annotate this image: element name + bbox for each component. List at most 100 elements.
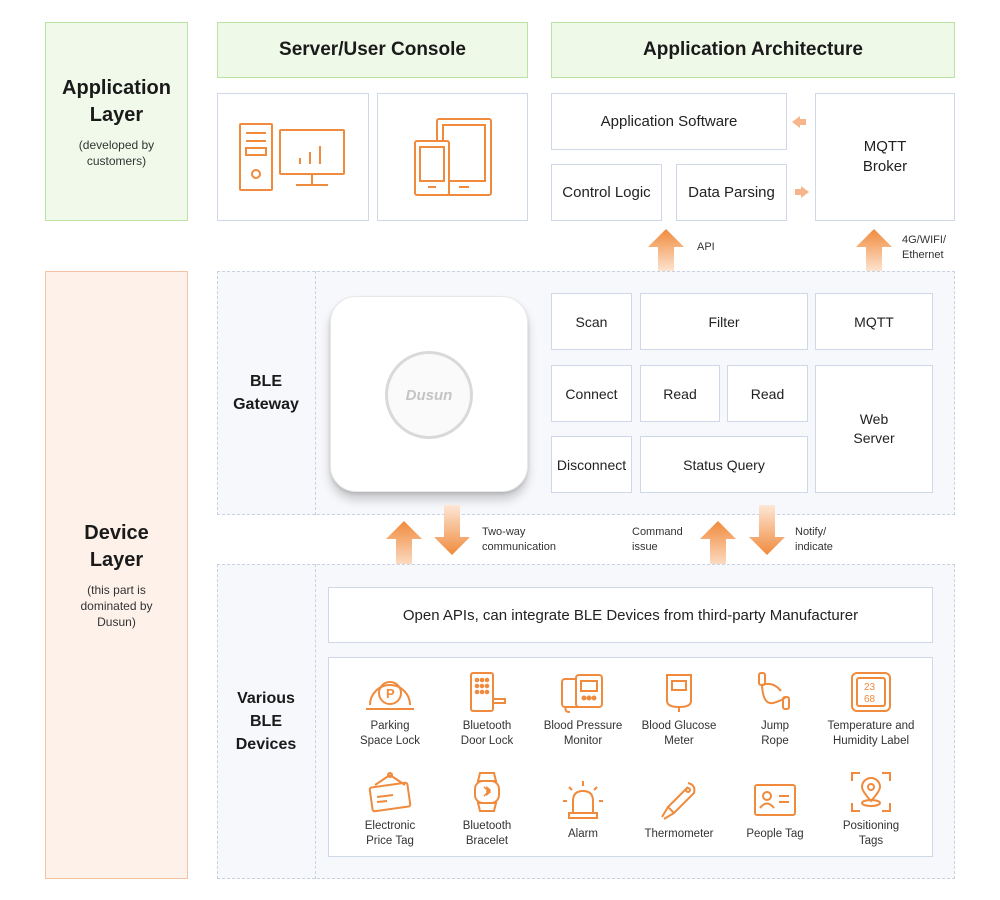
svg-text:P: P bbox=[386, 686, 395, 701]
notify-label-line1: Notify/ bbox=[795, 526, 827, 538]
device-layer-panel: Device Layer (this part is dominated by … bbox=[45, 271, 188, 879]
device-label-line2: Price Tag bbox=[366, 835, 414, 847]
devices-label-line2: BLE bbox=[250, 713, 282, 730]
notify-label: Notify/ indicate bbox=[795, 525, 833, 555]
application-layer-title-line1: Application bbox=[62, 76, 171, 99]
glucose-meter-icon bbox=[666, 674, 692, 712]
device-layer-title-line2: Layer bbox=[89, 549, 144, 571]
device-label-line1: Jump bbox=[760, 720, 790, 732]
device-item-price-tag: Electronic Price Tag bbox=[340, 765, 440, 855]
device-item-door-lock: Bluetooth Door Lock bbox=[437, 665, 537, 755]
device-label-line1: Bluetooth bbox=[462, 820, 512, 832]
device-label-line1: Parking bbox=[370, 720, 410, 732]
device-item-alarm: Alarm bbox=[533, 765, 633, 855]
desktop-computer-icon bbox=[239, 123, 345, 191]
application-layer-panel: Application Layer (developed by customer… bbox=[45, 22, 188, 221]
device-label-line1: Bluetooth bbox=[462, 720, 512, 732]
temp-humidity-icon: 23 68 bbox=[851, 672, 891, 712]
desktop-console-card bbox=[217, 93, 369, 221]
device-label-line2: Humidity Label bbox=[832, 735, 910, 747]
notify-label-line2: indicate bbox=[795, 541, 833, 553]
device-item-parking-lock: P Parking Space Lock bbox=[340, 665, 440, 755]
door-lock-icon bbox=[470, 672, 506, 712]
devices-label-line1: Various bbox=[237, 690, 295, 707]
gateway-inner-divider bbox=[315, 271, 955, 515]
application-software-box: Application Software bbox=[551, 93, 787, 150]
mqtt-broker-line2: Broker bbox=[862, 158, 908, 175]
web-server-line1: Web bbox=[859, 411, 889, 427]
devices-label-line3: Devices bbox=[235, 736, 297, 753]
web-server-line2: Server bbox=[853, 430, 895, 446]
chevron-right-icon bbox=[795, 186, 809, 198]
filter-box: Filter bbox=[640, 293, 808, 350]
temperature-readout: 23 bbox=[864, 682, 876, 693]
bracelet-icon bbox=[474, 772, 500, 812]
device-label-line2: Rope bbox=[761, 735, 789, 747]
application-layer-title-line2: Layer bbox=[89, 103, 144, 126]
device-label-line1: Electronic bbox=[364, 820, 416, 832]
mqtt-broker-box: MQTT Broker bbox=[815, 93, 955, 221]
command-label-line1: Command bbox=[632, 526, 683, 538]
device-item-blood-pressure: Blood Pressure Monitor bbox=[533, 665, 633, 755]
device-layer-subtitle-line1: (this part is bbox=[87, 583, 146, 597]
two-way-label: Two-way communication bbox=[482, 525, 556, 555]
alarm-icon bbox=[563, 780, 603, 819]
price-tag-icon bbox=[368, 772, 412, 813]
application-layer-subtitle-line1: (developed by bbox=[78, 137, 155, 152]
disconnect-box: Disconnect bbox=[551, 436, 632, 493]
two-way-down-arrow bbox=[434, 505, 470, 555]
api-label: API bbox=[697, 241, 715, 253]
mqtt-broker-line1: MQTT bbox=[863, 138, 907, 155]
device-label-line2: Tags bbox=[858, 835, 884, 847]
device-item-thermometer: Thermometer bbox=[629, 765, 729, 855]
device-label-line1: People Tag bbox=[746, 827, 804, 840]
read-box-1: Read bbox=[640, 365, 720, 422]
two-way-label-line1: Two-way bbox=[482, 526, 526, 538]
gateway-label-line1: BLE bbox=[250, 373, 282, 390]
web-server-box: Web Server bbox=[815, 365, 933, 493]
device-label-line1: Blood Glucose bbox=[641, 720, 717, 732]
command-label: Command issue bbox=[632, 525, 683, 555]
network-label-line2: Ethernet bbox=[902, 249, 944, 261]
devices-inner-divider bbox=[315, 564, 955, 879]
gateway-device-image: Dusun bbox=[330, 296, 528, 492]
device-layer-subtitle-line2: dominated by bbox=[80, 599, 153, 613]
positioning-tag-icon bbox=[851, 772, 891, 812]
status-query-box: Status Query bbox=[640, 436, 808, 493]
thermometer-icon bbox=[661, 781, 696, 820]
architecture-header: Application Architecture bbox=[551, 22, 955, 78]
application-layer-subtitle-line2: customers) bbox=[86, 153, 147, 168]
device-layer-title-line1: Device bbox=[84, 522, 149, 544]
application-layer-subtitle: (developed by customers) bbox=[79, 137, 154, 169]
data-parsing-box: Data Parsing bbox=[676, 164, 787, 221]
command-label-line2: issue bbox=[632, 541, 658, 553]
network-label-line1: 4G/WIFI/ bbox=[902, 234, 946, 246]
notify-down-arrow bbox=[749, 505, 785, 555]
devices-label: Various BLE Devices bbox=[217, 564, 315, 879]
device-layer-title: Device Layer bbox=[84, 520, 149, 574]
device-label-line1: Alarm bbox=[567, 827, 599, 840]
connect-box: Connect bbox=[551, 365, 632, 422]
two-way-label-line2: communication bbox=[482, 541, 556, 553]
read-box-2: Read bbox=[727, 365, 808, 422]
command-up-arrow bbox=[700, 521, 736, 571]
two-way-up-arrow bbox=[386, 521, 422, 571]
device-grid bbox=[328, 657, 933, 857]
device-label-line2: Bracelet bbox=[465, 835, 509, 847]
device-label-line1: Temperature and bbox=[827, 720, 915, 732]
tablet-icon bbox=[413, 118, 492, 196]
device-item-jump-rope: Jump Rope bbox=[725, 665, 825, 755]
device-label-line2: Meter bbox=[664, 735, 694, 747]
device-item-people-tag: People Tag bbox=[725, 765, 825, 855]
chevron-left-icon bbox=[792, 116, 806, 128]
gateway-label: BLE Gateway bbox=[217, 271, 315, 515]
open-api-box: Open APIs, can integrate BLE Devices fro… bbox=[328, 587, 933, 643]
device-label-line1: Blood Pressure bbox=[543, 720, 623, 732]
scan-box: Scan bbox=[551, 293, 632, 350]
device-item-positioning-tag: Positioning Tags bbox=[821, 765, 921, 855]
people-tag-icon bbox=[754, 783, 796, 816]
device-item-glucose-meter: Blood Glucose Meter bbox=[629, 665, 729, 755]
gateway-label-line2: Gateway bbox=[233, 396, 299, 413]
console-header: Server/User Console bbox=[217, 22, 528, 78]
application-layer-title: Application Layer bbox=[62, 75, 171, 129]
